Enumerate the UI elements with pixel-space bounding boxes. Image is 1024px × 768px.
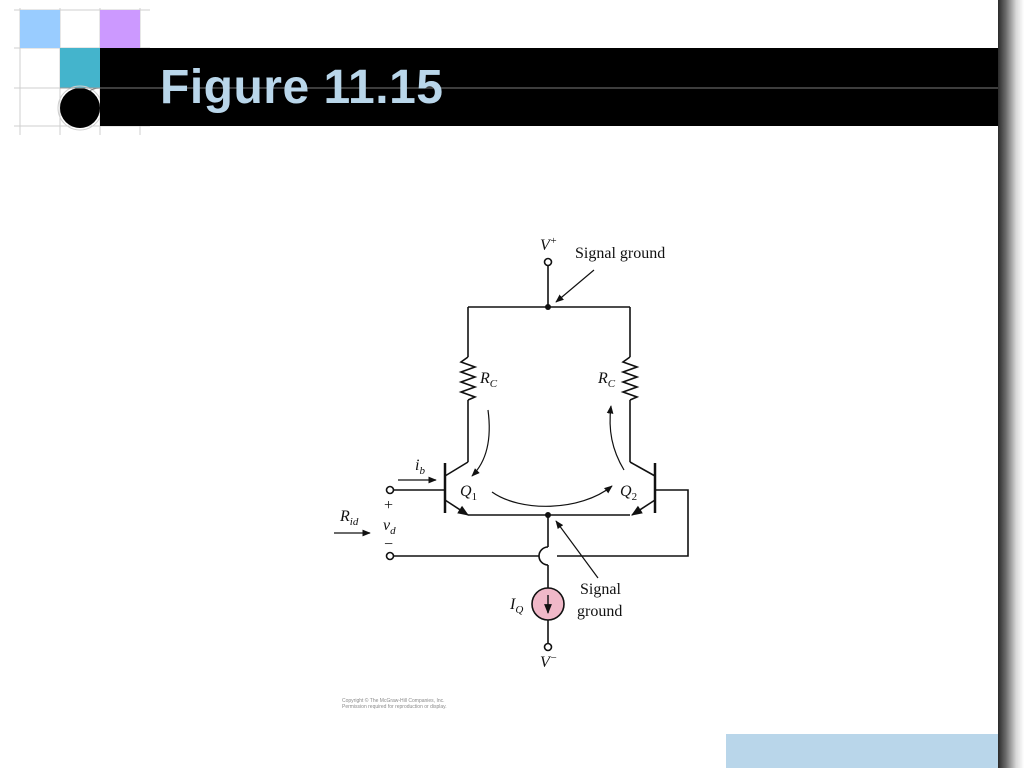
svg-text:Q1: Q1	[460, 483, 477, 503]
signal-ground-bottom-label-2: ground	[577, 603, 622, 620]
vminus-label: V	[540, 654, 552, 671]
tile-light-blue	[20, 10, 60, 48]
vplus-label: V	[540, 237, 552, 254]
svg-text:vd: vd	[383, 517, 396, 537]
svg-text:V+: V+	[540, 235, 557, 254]
svg-text:RC: RC	[597, 370, 616, 390]
svg-text:RC: RC	[479, 370, 498, 390]
diff-amp-circuit: V+ Signal ground RC RC ib Q1 Q2 + vd − R…	[334, 235, 689, 671]
vd-plus-label: +	[384, 497, 393, 514]
q2-label: Q	[620, 483, 632, 500]
ib-label: i	[415, 457, 419, 474]
slide-title: Figure 11.15	[160, 61, 444, 114]
svg-text:V−: V−	[540, 652, 557, 671]
top-node-dot	[545, 304, 551, 310]
svg-text:Rid: Rid	[339, 508, 359, 528]
rc-left-resistor	[458, 356, 478, 401]
copyright-notice: Copyright © The McGraw-Hill Companies, I…	[342, 698, 502, 710]
signal-ground-bottom-label-1: Signal	[580, 581, 621, 598]
rid-label: R	[339, 508, 350, 525]
title-overlay-lines	[60, 87, 1000, 128]
q1-base-terminal	[385, 485, 395, 495]
signal-ground-top-label: Signal ground	[575, 245, 665, 262]
vd-label: v	[383, 517, 391, 534]
svg-text:IQ: IQ	[509, 596, 523, 616]
emitter-node-dot	[545, 512, 551, 518]
corner-grid-decoration	[14, 8, 150, 135]
rc-left-label: R	[479, 370, 490, 387]
svg-text:Q2: Q2	[620, 483, 637, 503]
vminus-terminal	[543, 642, 553, 652]
tile-teal	[60, 48, 100, 88]
vd-minus-label: −	[384, 536, 393, 553]
title-bar	[100, 48, 1000, 126]
right-edge-shadow	[998, 0, 1024, 768]
rc-right-label: R	[597, 370, 608, 387]
q1-label: Q	[460, 483, 472, 500]
copyright-line-2: Permission required for reproduction or …	[342, 704, 447, 710]
bottom-accent-box	[726, 734, 998, 768]
rc-right-resistor	[620, 356, 640, 401]
svg-text:ib: ib	[415, 457, 425, 477]
vplus-terminal	[543, 257, 553, 267]
iq-label: I	[509, 596, 516, 613]
vd-minus-terminal	[385, 551, 395, 561]
tile-purple	[100, 10, 140, 48]
copyright-line-1: Copyright © The McGraw-Hill Companies, I…	[342, 698, 445, 704]
